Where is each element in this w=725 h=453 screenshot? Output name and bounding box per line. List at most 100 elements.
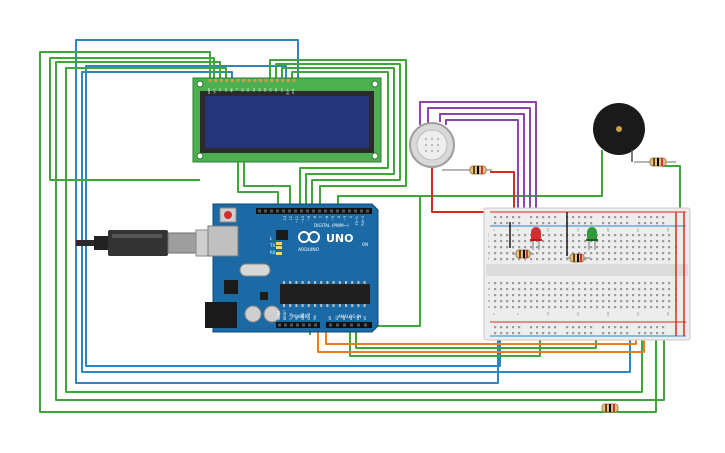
power-header-hole[interactable]: [296, 323, 299, 327]
terminal-hole[interactable]: [590, 246, 593, 249]
terminal-hole[interactable]: [524, 306, 527, 309]
terminal-hole[interactable]: [650, 234, 653, 237]
terminal-hole[interactable]: [650, 306, 653, 309]
terminal-hole[interactable]: [650, 240, 653, 243]
wire-green-9[interactable]: [237, 160, 279, 208]
terminal-hole[interactable]: [554, 300, 557, 303]
rail-hole[interactable]: [578, 216, 581, 219]
terminal-hole[interactable]: [554, 282, 557, 285]
rail-hole[interactable]: [512, 216, 515, 219]
digital-header-hole[interactable]: [264, 209, 267, 213]
digital-header-hole[interactable]: [270, 209, 273, 213]
rail-hole[interactable]: [572, 332, 575, 335]
terminal-hole[interactable]: [578, 282, 581, 285]
resistor-bottom[interactable]: [601, 403, 619, 413]
terminal-hole[interactable]: [644, 252, 647, 255]
terminal-hole[interactable]: [524, 240, 527, 243]
rail-hole[interactable]: [500, 216, 503, 219]
terminal-hole[interactable]: [536, 258, 539, 261]
resistor-red-led[interactable]: [512, 249, 534, 259]
rail-hole[interactable]: [530, 216, 533, 219]
terminal-hole[interactable]: [656, 294, 659, 297]
digital-header-hole[interactable]: [342, 209, 345, 213]
terminal-hole[interactable]: [626, 306, 629, 309]
terminal-hole[interactable]: [596, 294, 599, 297]
terminal-hole[interactable]: [668, 294, 671, 297]
rail-hole[interactable]: [578, 222, 581, 225]
terminal-hole[interactable]: [536, 288, 539, 291]
digital-header-hole[interactable]: [348, 209, 351, 213]
terminal-hole[interactable]: [650, 258, 653, 261]
terminal-hole[interactable]: [500, 240, 503, 243]
terminal-hole[interactable]: [506, 240, 509, 243]
rail-hole[interactable]: [554, 216, 557, 219]
rail-hole[interactable]: [662, 216, 665, 219]
wire-blue-1[interactable]: [75, 39, 499, 384]
rail-hole[interactable]: [506, 216, 509, 219]
terminal-hole[interactable]: [656, 288, 659, 291]
terminal-hole[interactable]: [608, 246, 611, 249]
terminal-hole[interactable]: [518, 240, 521, 243]
lcd-pin[interactable]: [236, 79, 240, 82]
rail-hole[interactable]: [530, 332, 533, 335]
rail-hole[interactable]: [638, 216, 641, 219]
rail-hole[interactable]: [650, 332, 653, 335]
rail-hole[interactable]: [548, 216, 551, 219]
digital-header-hole[interactable]: [366, 209, 369, 213]
rail-hole[interactable]: [650, 326, 653, 329]
terminal-hole[interactable]: [494, 252, 497, 255]
terminal-hole[interactable]: [584, 288, 587, 291]
terminal-hole[interactable]: [530, 282, 533, 285]
rail-hole[interactable]: [608, 222, 611, 225]
terminal-hole[interactable]: [506, 294, 509, 297]
terminal-hole[interactable]: [518, 300, 521, 303]
rail-hole[interactable]: [644, 222, 647, 225]
terminal-hole[interactable]: [494, 288, 497, 291]
terminal-hole[interactable]: [668, 240, 671, 243]
wire-red-2[interactable]: [490, 171, 515, 222]
terminal-hole[interactable]: [662, 300, 665, 303]
lcd-pin[interactable]: [264, 79, 268, 82]
terminal-hole[interactable]: [644, 300, 647, 303]
terminal-hole[interactable]: [608, 306, 611, 309]
rail-hole[interactable]: [542, 216, 545, 219]
wire-green-5[interactable]: [269, 59, 407, 208]
terminal-hole[interactable]: [584, 282, 587, 285]
rail-hole[interactable]: [578, 332, 581, 335]
analog-header-hole[interactable]: [364, 323, 367, 327]
terminal-hole[interactable]: [632, 294, 635, 297]
terminal-hole[interactable]: [644, 282, 647, 285]
terminal-hole[interactable]: [560, 294, 563, 297]
terminal-hole[interactable]: [578, 240, 581, 243]
rail-hole[interactable]: [578, 326, 581, 329]
terminal-hole[interactable]: [500, 294, 503, 297]
terminal-hole[interactable]: [626, 282, 629, 285]
terminal-hole[interactable]: [542, 234, 545, 237]
terminal-hole[interactable]: [518, 288, 521, 291]
terminal-hole[interactable]: [500, 246, 503, 249]
terminal-hole[interactable]: [608, 234, 611, 237]
terminal-hole[interactable]: [614, 234, 617, 237]
terminal-hole[interactable]: [614, 294, 617, 297]
wire-purple-4[interactable]: [445, 119, 519, 222]
digital-header-hole[interactable]: [354, 209, 357, 213]
digital-header-hole[interactable]: [330, 209, 333, 213]
terminal-hole[interactable]: [596, 306, 599, 309]
terminal-hole[interactable]: [608, 252, 611, 255]
digital-header-hole[interactable]: [294, 209, 297, 213]
terminal-hole[interactable]: [584, 294, 587, 297]
power-header-hole[interactable]: [284, 323, 287, 327]
rail-hole[interactable]: [620, 326, 623, 329]
terminal-hole[interactable]: [548, 258, 551, 261]
terminal-hole[interactable]: [506, 300, 509, 303]
terminal-hole[interactable]: [632, 300, 635, 303]
terminal-hole[interactable]: [668, 234, 671, 237]
terminal-hole[interactable]: [494, 234, 497, 237]
terminal-hole[interactable]: [638, 240, 641, 243]
terminal-hole[interactable]: [626, 246, 629, 249]
wire-green-10[interactable]: [243, 160, 291, 208]
terminal-hole[interactable]: [602, 294, 605, 297]
terminal-hole[interactable]: [548, 282, 551, 285]
terminal-hole[interactable]: [494, 282, 497, 285]
rail-hole[interactable]: [662, 332, 665, 335]
